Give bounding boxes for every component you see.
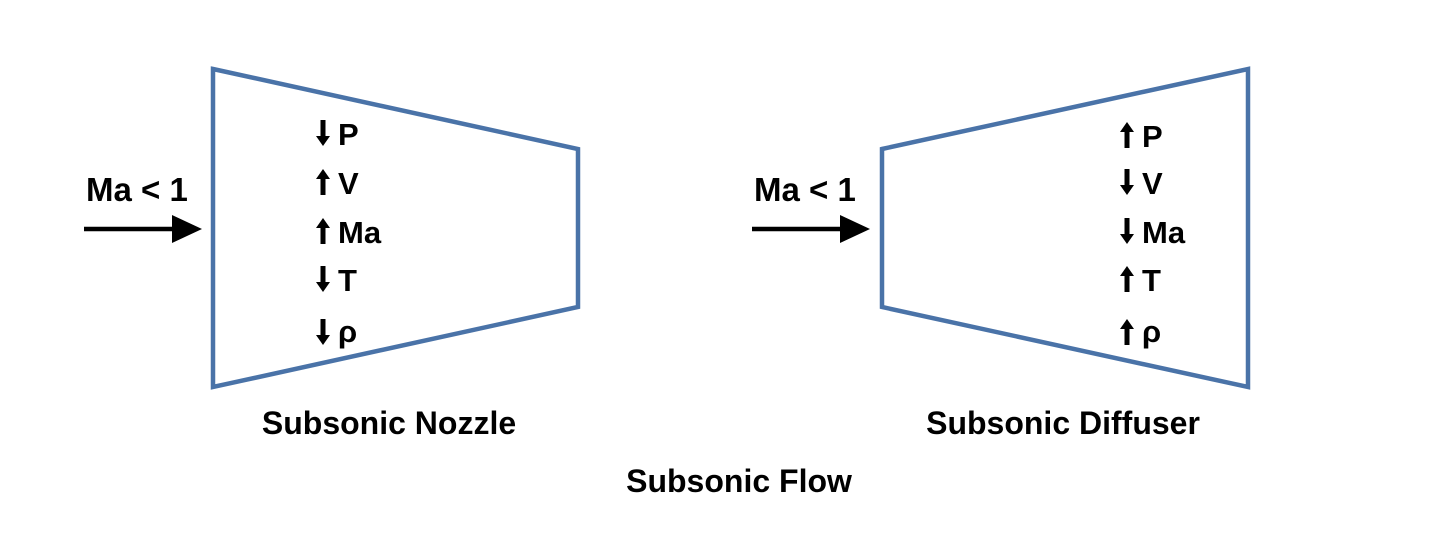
nozzle-property-label: Ma — [338, 215, 382, 250]
diffuser-property-row: P — [1120, 119, 1163, 154]
nozzle-inlet-arrow — [84, 215, 202, 243]
diffuser-properties: P V Ma T ρ — [1120, 119, 1186, 349]
up-arrow-icon — [316, 218, 330, 244]
up-arrow-icon — [1120, 266, 1134, 292]
diffuser-panel: Ma < 1 P V Ma T ρ Subsonic Di — [752, 66, 1251, 441]
diffuser-property-label: T — [1142, 263, 1161, 298]
diffuser-inlet-label: Ma < 1 — [754, 171, 856, 208]
nozzle-property-label: V — [338, 166, 359, 201]
down-arrow-icon — [1120, 169, 1134, 195]
nozzle-outline — [210, 66, 581, 390]
down-arrow-icon — [316, 319, 330, 345]
up-arrow-icon — [1120, 319, 1134, 345]
nozzle-property-label: P — [338, 117, 359, 152]
nozzle-property-label: T — [338, 263, 357, 298]
diffuser-property-label: Ma — [1142, 215, 1186, 250]
diffuser-property-label: P — [1142, 119, 1163, 154]
nozzle-properties: P V Ma T ρ — [316, 117, 382, 349]
diffuser-property-row: Ma — [1120, 215, 1186, 250]
diffuser-caption: Subsonic Diffuser — [926, 405, 1200, 441]
nozzle-inlet-label: Ma < 1 — [86, 171, 188, 208]
down-arrow-icon — [316, 120, 330, 146]
nozzle-property-row: V — [316, 166, 359, 201]
up-arrow-icon — [316, 169, 330, 195]
up-arrow-icon — [1120, 122, 1134, 148]
nozzle-property-label: ρ — [338, 314, 357, 349]
nozzle-property-row: T — [316, 263, 357, 298]
diffuser-property-row: ρ — [1120, 314, 1161, 349]
nozzle-property-row: P — [316, 117, 359, 152]
diffuser-property-row: T — [1120, 263, 1161, 298]
diffuser-property-label: ρ — [1142, 314, 1161, 349]
diffuser-property-label: V — [1142, 166, 1163, 201]
nozzle-caption: Subsonic Nozzle — [262, 405, 516, 441]
diagram-title: Subsonic Flow — [626, 463, 852, 499]
diffuser-inlet-arrow — [752, 215, 870, 243]
diffuser-property-row: V — [1120, 166, 1163, 201]
down-arrow-icon — [316, 266, 330, 292]
down-arrow-icon — [1120, 218, 1134, 244]
nozzle-property-row: ρ — [316, 314, 357, 349]
nozzle-panel: Ma < 1 P V Ma T ρ Subsonic No — [84, 66, 581, 441]
nozzle-property-row: Ma — [316, 215, 382, 250]
diffuser-outline — [879, 66, 1251, 390]
